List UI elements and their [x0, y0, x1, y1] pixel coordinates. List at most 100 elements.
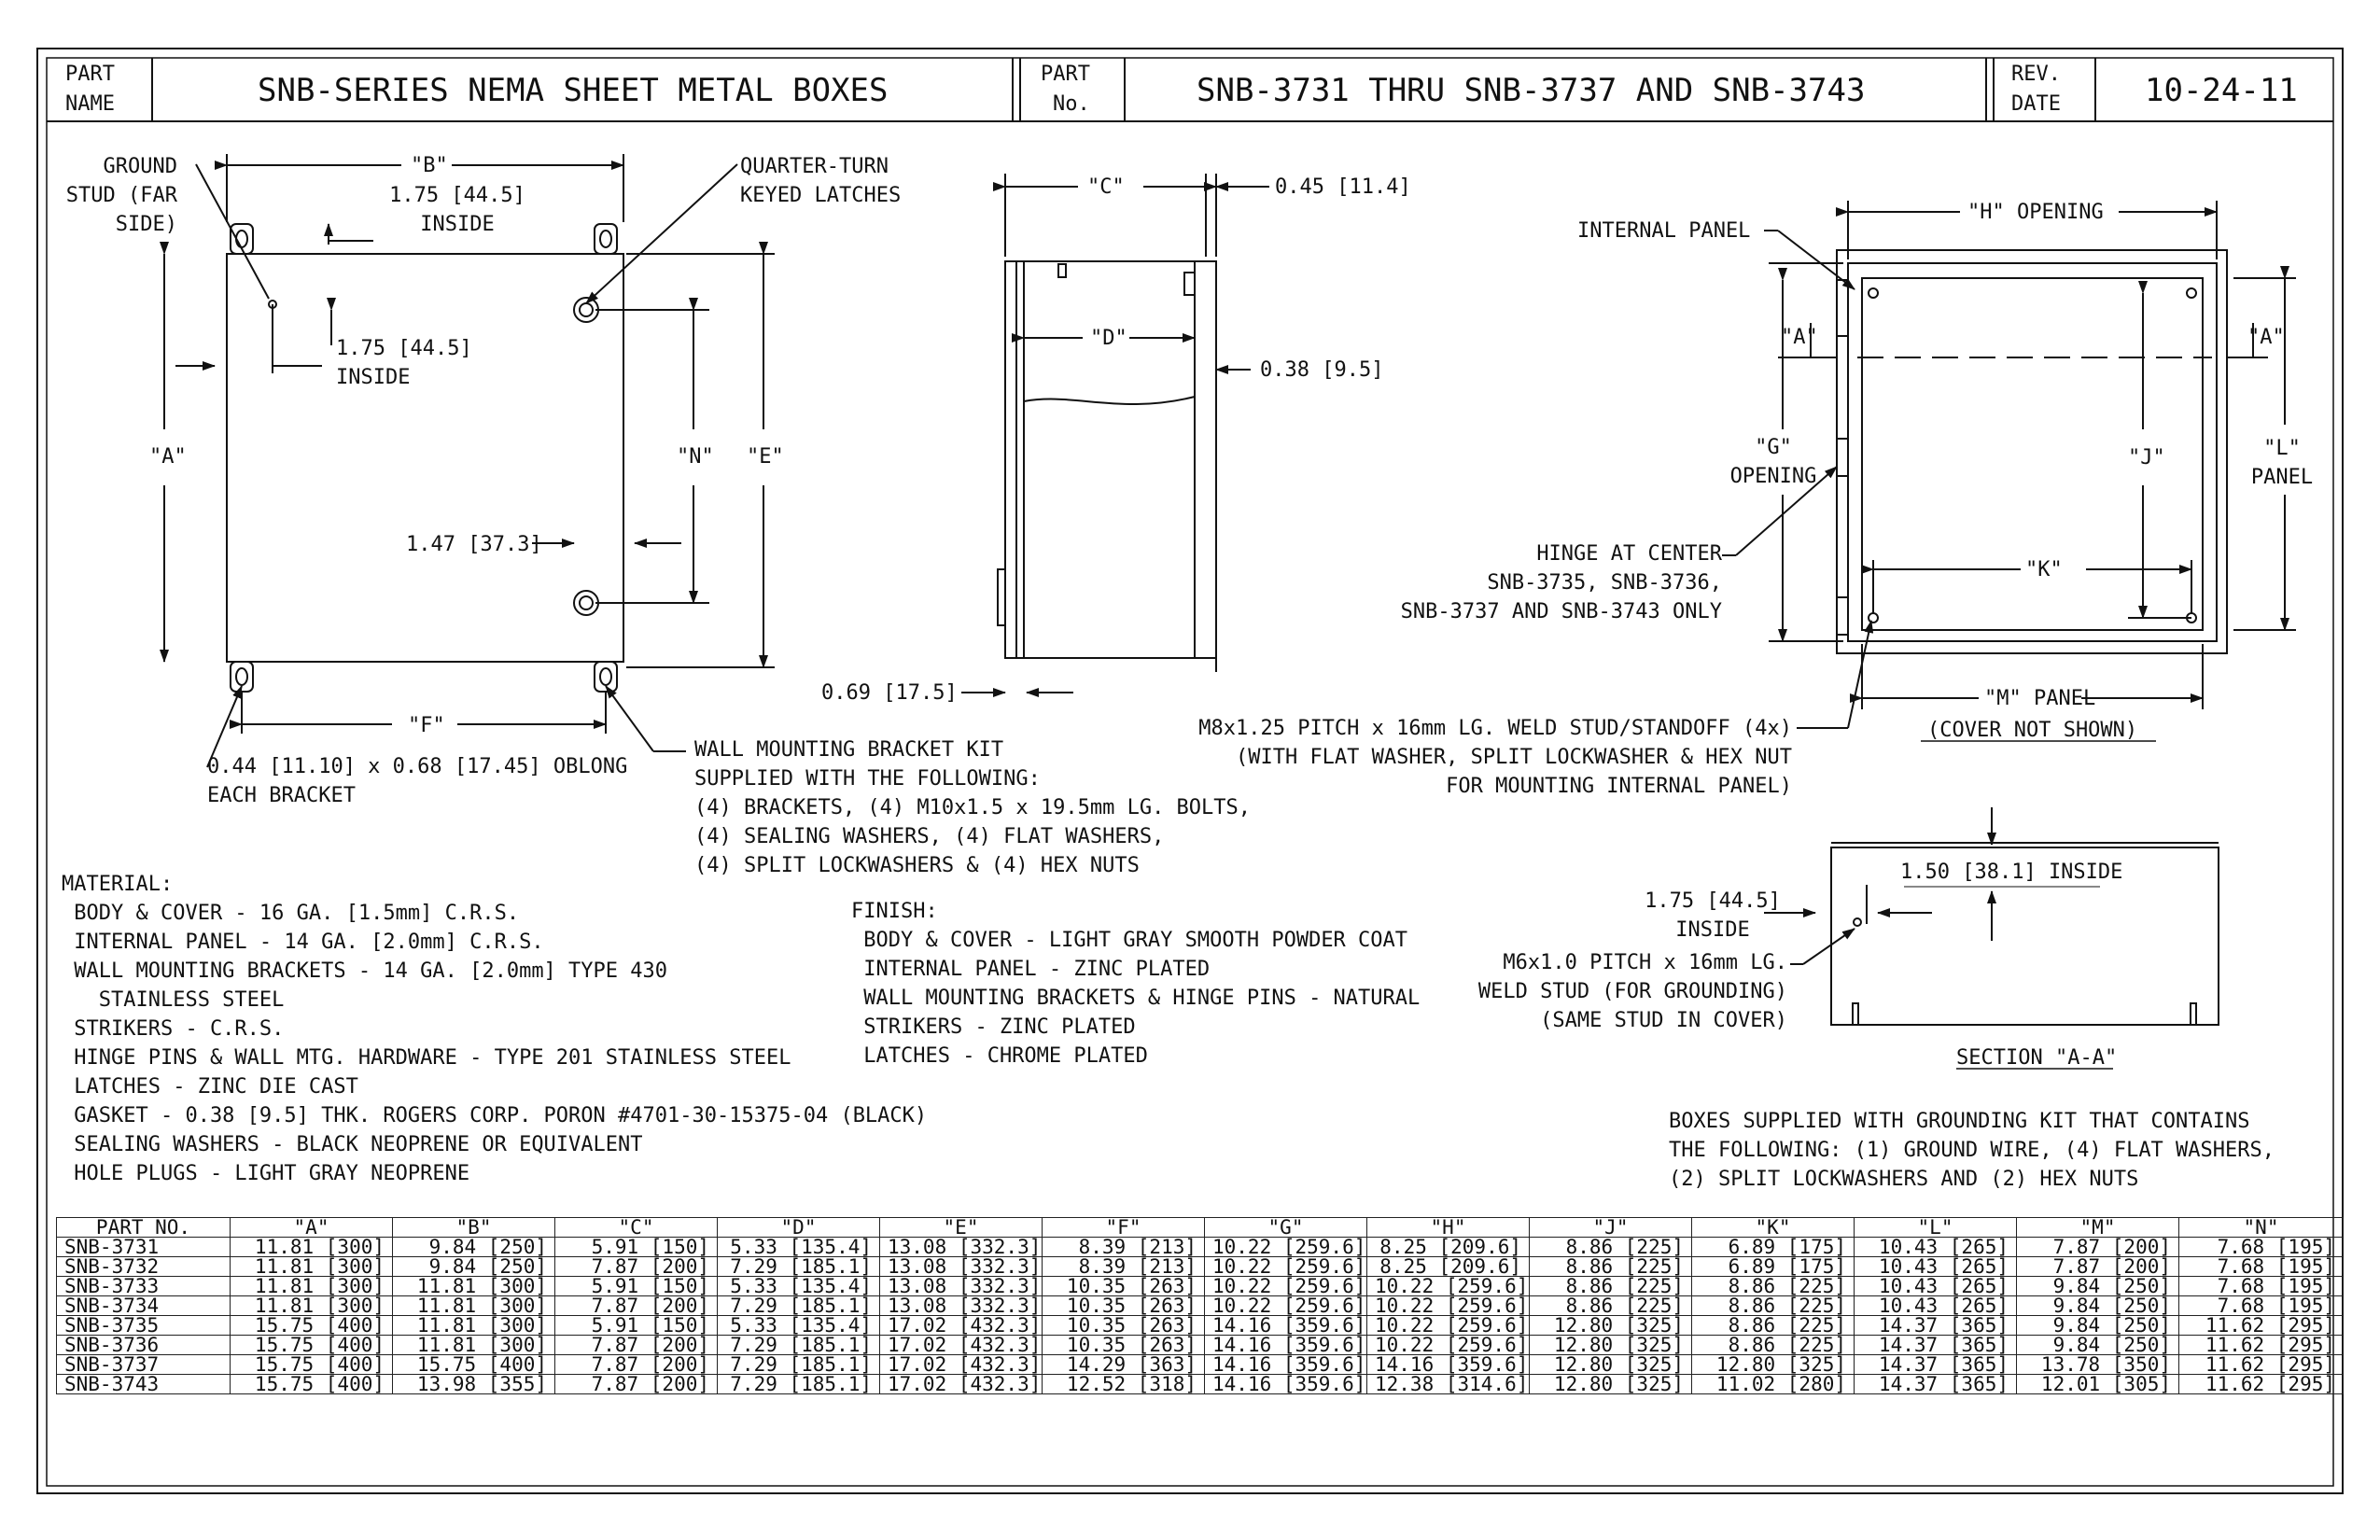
dim-045-label: 0.45 [11.4] — [1275, 175, 1411, 199]
header-c: "C" — [554, 1217, 718, 1238]
part-number-cell: SNB-3736 — [56, 1335, 231, 1355]
dimension-cell: 12.80 [325] — [1529, 1315, 1692, 1336]
header-d: "D" — [717, 1217, 880, 1238]
dimension-cell: 11.81 [300] — [230, 1295, 393, 1316]
dimension-cell: 12.38 [314.6] — [1366, 1374, 1530, 1394]
section-title: SECTION "A-A" — [1956, 1046, 2117, 1070]
dimension-cell: 13.98 [355] — [392, 1374, 555, 1394]
dim-n-label: "N" — [677, 445, 714, 469]
dimension-cell: 10.43 [265] — [1854, 1237, 2017, 1257]
dimension-cell: 5.91 [150] — [554, 1237, 718, 1257]
dimension-cell: 14.29 [363] — [1042, 1354, 1205, 1375]
dimension-cell: 11.81 [300] — [392, 1335, 555, 1355]
header-m: "M" — [2016, 1217, 2179, 1238]
dimension-cell: 8.86 [225] — [1691, 1295, 1855, 1316]
part-number-cell: SNB-3731 — [56, 1237, 231, 1257]
dimension-cell: 10.43 [265] — [1854, 1276, 2017, 1296]
dimension-cell: 11.81 [300] — [230, 1276, 393, 1296]
header-f: "F" — [1042, 1217, 1205, 1238]
outer-border — [36, 48, 2344, 1494]
dim-038-label: 0.38 [9.5] — [1260, 358, 1383, 382]
latch-top — [573, 297, 599, 323]
dimension-cell: 10.35 [263] — [1042, 1315, 1205, 1336]
material-note: MATERIAL: BODY & COVER - 16 GA. [1.5mm] … — [62, 873, 928, 1185]
dimension-cell: 14.16 [359.6] — [1204, 1335, 1367, 1355]
front-view-box — [226, 253, 624, 663]
header-g: "G" — [1204, 1217, 1367, 1238]
dimension-cell: 12.80 [325] — [1691, 1354, 1855, 1375]
dim-a-label: "A" — [149, 445, 187, 469]
dimension-cell: 14.16 [359.6] — [1204, 1374, 1367, 1394]
bracket-kit-note: WALL MOUNTING BRACKET KIT SUPPLIED WITH … — [694, 738, 1252, 877]
table-header-row: PART NO. "A" "B" "C" "D" "E" "F" "G" "H"… — [56, 1217, 2344, 1238]
part-no-value: SNB-3731 THRU SNB-3737 AND SNB-3743 — [1197, 72, 1865, 109]
dimension-cell: 8.86 [225] — [1691, 1335, 1855, 1355]
part-number-cell: SNB-3733 — [56, 1276, 231, 1296]
dimension-cell: 15.75 [400] — [230, 1374, 393, 1394]
dimension-cell: 7.87 [200] — [554, 1354, 718, 1375]
latches-note: QUARTER-TURN KEYED LATCHES — [740, 155, 902, 207]
dimension-cell: 17.02 [432.3] — [879, 1354, 1043, 1375]
section-a-left-label: "A" — [1781, 326, 1818, 349]
dimension-cell: 15.75 [400] — [230, 1354, 393, 1375]
dimension-cell: 11.62 [295] — [2178, 1315, 2344, 1336]
dimension-cell: 7.29 [185.1] — [717, 1256, 880, 1277]
dimension-cell: 7.29 [185.1] — [717, 1354, 880, 1375]
dimension-cell: 6.89 [175] — [1691, 1237, 1855, 1257]
dimension-cell: 7.68 [195] — [2178, 1256, 2344, 1277]
dimension-cell: 9.84 [250] — [2016, 1335, 2179, 1355]
dimension-cell: 10.35 [263] — [1042, 1276, 1205, 1296]
dimension-cell: 8.25 [209.6] — [1366, 1237, 1530, 1257]
header-part-no: PART NO. — [56, 1217, 231, 1238]
part-number-cell: SNB-3735 — [56, 1315, 231, 1336]
m-panel-label: "M" PANEL — [1984, 687, 2095, 710]
dimension-cell: 11.02 [280] — [1691, 1374, 1855, 1394]
header-a: "A" — [230, 1217, 393, 1238]
dim-d-label: "D" — [1090, 327, 1127, 350]
dimension-cell: 8.86 [225] — [1529, 1276, 1692, 1296]
dimension-cell: 14.16 [359.6] — [1204, 1354, 1367, 1375]
dimension-cell: 10.43 [265] — [1854, 1295, 2017, 1316]
dimension-cell: 7.87 [200] — [2016, 1237, 2179, 1257]
dimension-cell: 13.08 [332.3] — [879, 1276, 1043, 1296]
dimension-cell: 14.16 [359.6] — [1366, 1354, 1530, 1375]
dimension-cell: 8.86 [225] — [1529, 1237, 1692, 1257]
g-opening-note: "G" OPENING — [1729, 436, 1817, 488]
dimension-cell: 7.87 [200] — [554, 1256, 718, 1277]
inside-top-note: 1.75 [44.5] INSIDE — [389, 184, 525, 236]
dimension-cell: 9.84 [250] — [392, 1256, 555, 1277]
dimension-cell: 11.81 [300] — [230, 1237, 393, 1257]
dimension-cell: 12.80 [325] — [1529, 1335, 1692, 1355]
dim-j-label: "J" — [2128, 446, 2165, 469]
dimension-cell: 7.68 [195] — [2178, 1237, 2344, 1257]
dimension-cell: 10.22 [259.6] — [1366, 1295, 1530, 1316]
dimension-cell: 13.08 [332.3] — [879, 1237, 1043, 1257]
dimension-cell: 8.25 [209.6] — [1366, 1256, 1530, 1277]
dimension-cell: 10.22 [259.6] — [1204, 1295, 1367, 1316]
dimension-cell: 13.08 [332.3] — [879, 1256, 1043, 1277]
header-l: "L" — [1854, 1217, 2017, 1238]
oblong-note: 0.44 [11.10] x 0.68 [17.45] OBLONG EACH … — [207, 755, 628, 807]
dimension-cell: 5.91 [150] — [554, 1276, 718, 1296]
dimension-cell: 17.02 [432.3] — [879, 1374, 1043, 1394]
dim-f-label: "F" — [408, 714, 445, 737]
section-a-right-label: "A" — [2247, 326, 2285, 349]
dimension-cell: 10.35 [263] — [1042, 1295, 1205, 1316]
dimension-cell: 10.43 [265] — [1854, 1256, 2017, 1277]
dimension-cell: 11.81 [300] — [230, 1256, 393, 1277]
dimension-cell: 14.37 [365] — [1854, 1374, 2017, 1394]
dimension-cell: 7.68 [195] — [2178, 1276, 2344, 1296]
part-number-cell: SNB-3743 — [56, 1374, 231, 1394]
dimension-cell: 6.89 [175] — [1691, 1256, 1855, 1277]
interior-view-box — [1836, 249, 2228, 654]
section-inside-150-label: 1.50 [38.1] INSIDE — [1900, 861, 2122, 884]
dimension-cell: 5.91 [150] — [554, 1315, 718, 1336]
internal-panel-label: INTERNAL PANEL — [1577, 219, 1750, 243]
dimension-cell: 9.84 [250] — [392, 1237, 555, 1257]
dimension-cell: 15.75 [400] — [230, 1335, 393, 1355]
dimension-cell: 12.52 [318] — [1042, 1374, 1205, 1394]
